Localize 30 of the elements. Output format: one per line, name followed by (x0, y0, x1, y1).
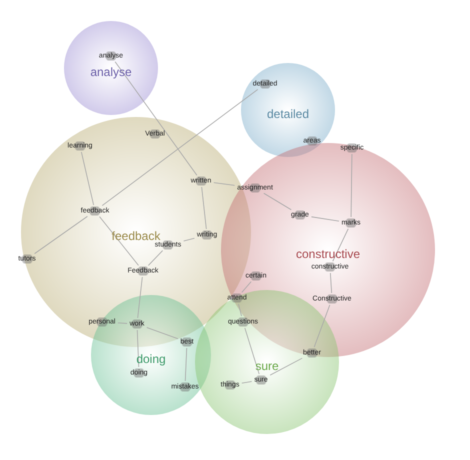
link-line (238, 304, 242, 316)
link-line (314, 304, 330, 348)
link-line (137, 276, 143, 318)
link-line (184, 348, 188, 382)
link-line (183, 238, 195, 242)
theme-label: doing (136, 351, 166, 368)
link-line (201, 186, 207, 230)
theme-label: constructive (296, 246, 360, 263)
theme-label: analyse (90, 64, 132, 81)
link-line (244, 328, 260, 374)
link-line (213, 182, 236, 186)
link-line (136, 330, 140, 368)
link-line (146, 327, 178, 340)
link-line (102, 89, 258, 206)
link-line (80, 152, 94, 206)
link-line (332, 228, 349, 262)
link-line (350, 154, 352, 218)
link-line (241, 381, 252, 384)
link-line (118, 322, 128, 324)
link-line (99, 216, 139, 266)
link-line (148, 250, 164, 266)
link-line (263, 192, 292, 210)
link-line (34, 216, 88, 254)
theme-label: sure (255, 358, 279, 375)
link-line (311, 216, 340, 222)
link-line (330, 272, 332, 294)
theme-label: detailed (266, 106, 310, 123)
link-line (114, 61, 198, 176)
link-line (270, 358, 303, 376)
link-line (241, 281, 252, 293)
